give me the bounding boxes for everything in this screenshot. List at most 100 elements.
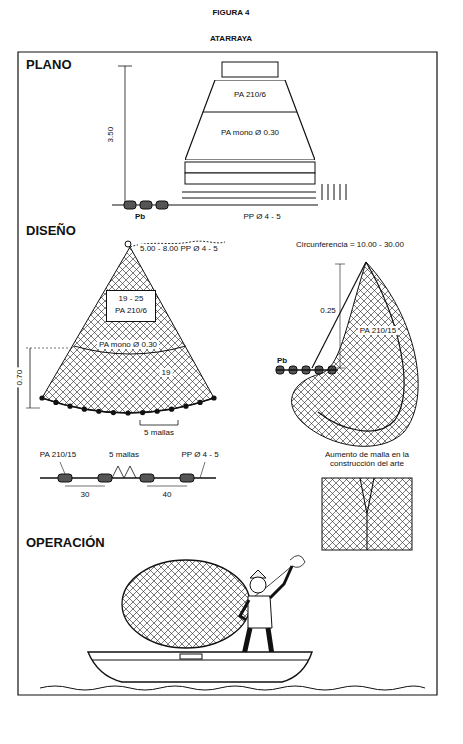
line-art	[125, 241, 131, 247]
line-art	[180, 474, 194, 482]
line-art	[334, 184, 335, 200]
material-label: PA 210/15	[358, 326, 398, 335]
line-art	[140, 474, 154, 482]
material-label: PP Ø 4 - 5	[243, 212, 280, 221]
line-art	[360, 478, 374, 550]
mesh-count: 5 mallas	[144, 428, 174, 437]
mesh-spec-box: 19 - 25 PA 210/6	[106, 290, 156, 322]
line-art	[82, 407, 87, 412]
line-art	[140, 420, 178, 425]
node-text: PA mono Ø 0.30	[221, 128, 279, 137]
line-art	[125, 66, 126, 204]
line-art	[58, 474, 72, 482]
line-art	[250, 577, 266, 593]
line-art	[183, 404, 188, 409]
lead-sinkers	[39, 366, 336, 416]
mesh-count: 19	[160, 368, 173, 377]
line-art	[96, 409, 101, 414]
line-art	[42, 247, 214, 413]
net-folded	[276, 262, 418, 446]
line-art	[111, 410, 116, 415]
line-art	[322, 478, 412, 550]
mesh-increase	[322, 478, 412, 550]
caption-note: Aumento de malla en la construcción del …	[317, 450, 417, 468]
line-art	[276, 369, 338, 371]
section-heading: OPERACIÓN	[26, 536, 105, 551]
node-text: PA 210/6	[234, 90, 266, 99]
rope-label: 5.00 - 8.00 PP Ø 4 - 5	[138, 244, 220, 253]
line-art	[318, 262, 404, 431]
section-heading: DISEÑO	[26, 224, 76, 239]
line-art	[88, 652, 312, 682]
material-label: PA mono Ø 0.30	[97, 340, 159, 349]
line-art	[322, 184, 346, 200]
material-label: PA 210/15	[40, 450, 76, 459]
node-text: PA 210/6	[115, 306, 147, 315]
line-art	[211, 395, 216, 400]
line-art	[140, 410, 145, 415]
line-art	[340, 264, 341, 368]
line-art	[248, 596, 272, 628]
dimension: 0.25	[318, 306, 338, 315]
material-label: PP Ø 4 - 5	[181, 450, 218, 459]
line-art	[60, 462, 65, 474]
net-cone	[26, 241, 225, 425]
line-art	[112, 466, 136, 478]
line-art	[180, 654, 202, 659]
line-art	[322, 184, 323, 200]
line-art	[328, 184, 329, 200]
dimension: 30	[81, 490, 90, 499]
material-label: Pb	[135, 212, 145, 221]
line-art	[26, 348, 70, 349]
figure-subtitle: ATARRAYA	[210, 34, 252, 43]
line-art	[67, 404, 72, 409]
dimension: 3.50	[106, 125, 115, 145]
line-art	[346, 184, 347, 200]
section-heading: PLANO	[26, 58, 72, 73]
line-art	[98, 474, 112, 482]
dimension: 40	[163, 490, 172, 499]
line-art	[197, 400, 202, 405]
figure-title: FIGURA 4	[212, 8, 249, 17]
line-art	[185, 162, 315, 173]
operation-scene	[40, 555, 425, 690]
line-art	[65, 486, 105, 487]
node-text: 19 - 25	[119, 294, 144, 303]
line-art	[147, 486, 187, 487]
line-art	[200, 462, 205, 478]
line-art	[125, 410, 130, 415]
line-art	[250, 566, 292, 600]
line-art	[155, 409, 160, 414]
line-art	[292, 262, 419, 446]
line-art	[182, 198, 316, 199]
net-panel: PA 210/6 PA mono Ø 0.30	[185, 80, 315, 160]
line-art	[169, 407, 174, 412]
line-art	[335, 264, 345, 265]
line-art	[244, 628, 272, 655]
circumference-label: Circunferencia = 10.00 - 30.00	[296, 240, 404, 249]
line-art	[240, 600, 249, 620]
line-art	[290, 555, 305, 567]
figure-frame	[18, 52, 437, 695]
line-art	[312, 262, 366, 368]
line-art	[40, 686, 425, 690]
dimension: 0.70	[15, 368, 24, 388]
line-art	[182, 192, 316, 193]
line-art	[340, 184, 341, 200]
leadline-detail	[40, 462, 216, 486]
line-art	[156, 201, 168, 209]
line-art	[335, 368, 345, 369]
line-art	[270, 566, 292, 598]
mesh-count: 5 mallas	[109, 450, 139, 459]
line-art	[140, 201, 152, 209]
line-art	[118, 66, 132, 67]
line-art	[92, 660, 308, 661]
plan-drawing	[112, 62, 346, 209]
line-art	[53, 400, 58, 405]
line-art	[185, 173, 315, 184]
line-art	[30, 348, 31, 408]
line-art	[124, 201, 136, 209]
line-art	[39, 395, 44, 400]
line-art	[26, 408, 40, 409]
line-art	[222, 62, 278, 77]
